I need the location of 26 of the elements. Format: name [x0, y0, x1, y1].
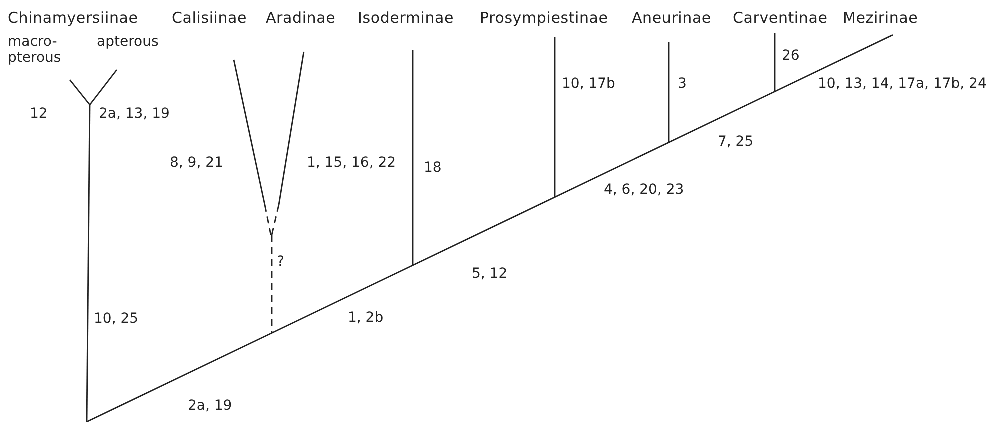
- character-numbers: 26: [782, 48, 800, 64]
- character-numbers: 10, 17b: [562, 76, 616, 92]
- character-numbers: 3: [678, 76, 687, 92]
- character-numbers: 2a, 13, 19: [99, 106, 170, 122]
- taxon-name: Isoderminae: [358, 10, 454, 26]
- character-numbers: 1, 2b: [348, 310, 384, 326]
- character-numbers: 12: [30, 106, 48, 122]
- taxon-name: Carventinae: [733, 10, 828, 26]
- taxon-name: Mezirinae: [843, 10, 918, 26]
- wing-form-label: macro- pterous: [8, 34, 62, 66]
- character-numbers: 5, 12: [472, 266, 508, 282]
- taxon-name: Prosympiestinae: [480, 10, 608, 26]
- character-numbers: 4, 6, 20, 23: [604, 182, 684, 198]
- taxon-name: Calisiinae: [172, 10, 248, 26]
- taxon-name: Aneurinae: [632, 10, 712, 26]
- character-numbers: 10, 25: [94, 311, 139, 327]
- taxon-name: Chinamyersiinae: [8, 10, 138, 26]
- character-numbers: 10, 13, 14, 17a, 17b, 24: [818, 76, 987, 92]
- character-numbers: 1, 15, 16, 22: [307, 155, 396, 171]
- character-numbers: 8, 9, 21: [170, 155, 224, 171]
- character-numbers: 18: [424, 160, 442, 176]
- question-mark: ?: [277, 254, 284, 270]
- character-numbers: 2a, 19: [188, 398, 232, 414]
- taxon-name: Aradinae: [266, 10, 336, 26]
- character-numbers: 7, 25: [718, 134, 754, 150]
- wing-form-label: apterous: [97, 34, 159, 50]
